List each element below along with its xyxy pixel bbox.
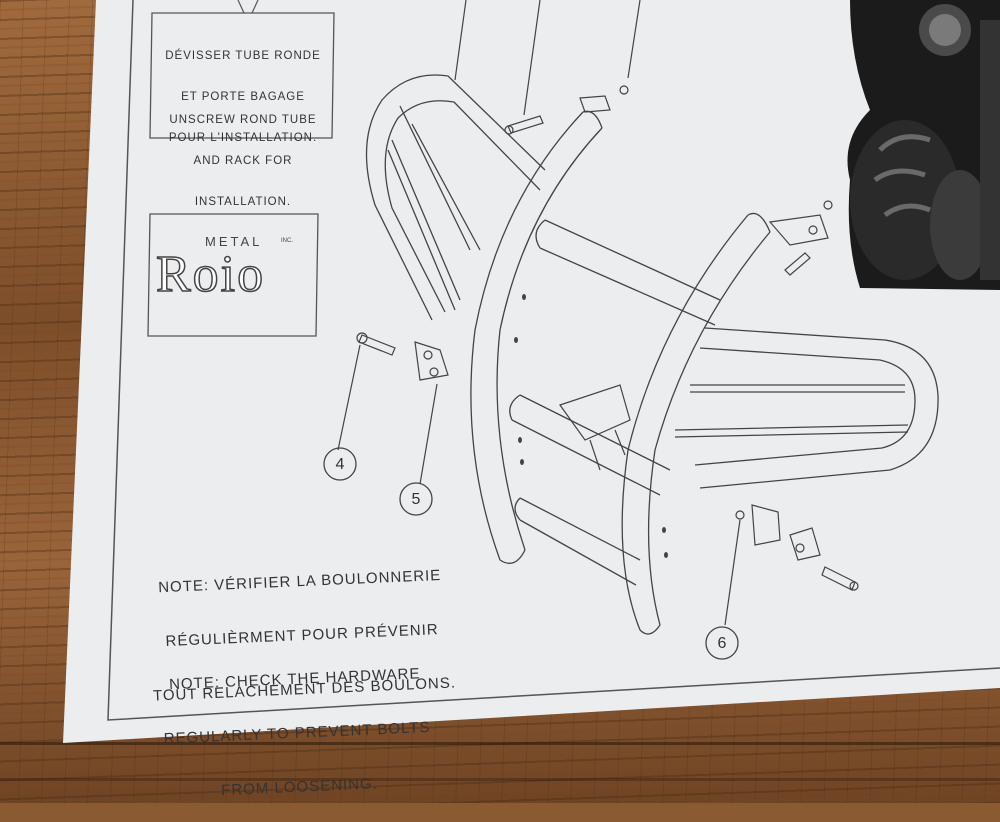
vehicle-photo: [848, 0, 1000, 290]
note-en-line: REGULARLY TO PREVENT BOLTS: [132, 718, 462, 750]
callout-6-label: 6: [712, 634, 732, 653]
logo-roio-text: Roio: [156, 244, 265, 306]
note-text-en: NOTE: CHECK THE HARDWARE REGULARLY TO PR…: [128, 628, 466, 822]
instruction-en-line: UNSCREW ROND TUBE: [152, 114, 334, 128]
logo-inc-text: INC.: [281, 238, 293, 245]
instruction-en-line: INSTALLATION.: [152, 196, 334, 210]
note-en-line: FROM LOOSENING.: [134, 771, 464, 803]
instruction-fr-line: DÉVISSER TUBE RONDE: [152, 50, 334, 64]
instruction-en-line: AND RACK FOR: [152, 155, 334, 169]
note-en-line: NOTE: CHECK THE HARDWARE: [130, 664, 460, 696]
callout-4-label: 4: [330, 455, 350, 474]
note-fr-line: NOTE: VÉRIFIER LA BOULONNERIE: [120, 565, 480, 599]
instruction-text-en: UNSCREW ROND TUBE AND RACK FOR INSTALLAT…: [152, 86, 334, 224]
callout-5-label: 5: [406, 490, 426, 509]
